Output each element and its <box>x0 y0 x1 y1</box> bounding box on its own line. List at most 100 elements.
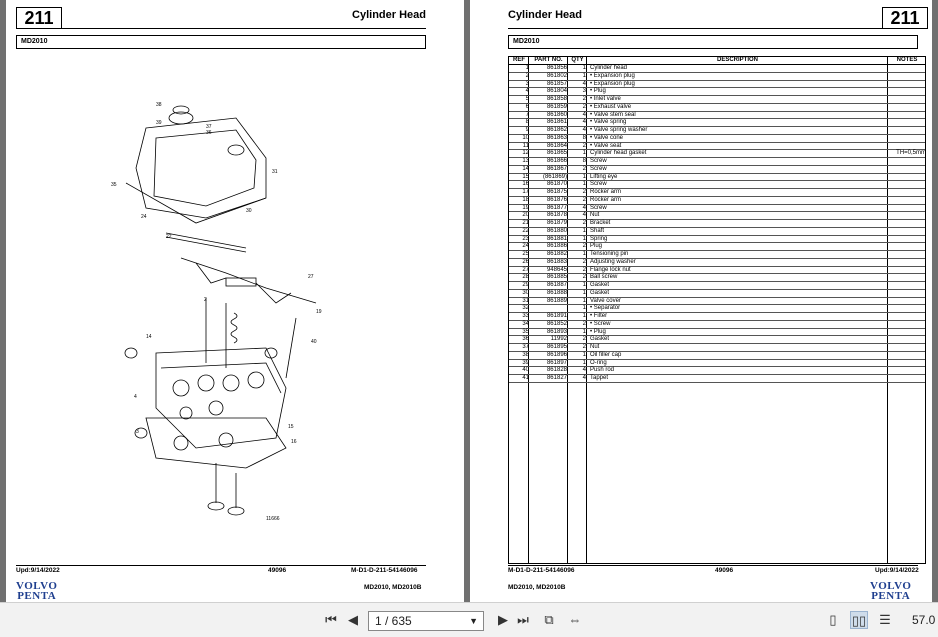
cell-ref: 7 <box>525 111 529 118</box>
cell-ref: 26 <box>522 258 529 265</box>
cell-ref: 24 <box>522 243 529 250</box>
cell-desc: Cylinder head <box>590 65 628 71</box>
cell-pn: 861867 <box>546 165 567 172</box>
table-row: 21 861879 2 Bracket <box>509 220 925 228</box>
cell-qty: 1 <box>582 65 586 71</box>
cell-ref: 16 <box>522 181 529 188</box>
svg-text:31: 31 <box>272 169 278 175</box>
cell-qty: 4 <box>582 119 586 126</box>
cell-desc: • Plug <box>590 88 606 95</box>
cell-pn: 861852 <box>546 320 567 327</box>
svg-text:4: 4 <box>134 394 137 400</box>
cell-ref: 1 <box>525 65 529 71</box>
cell-desc: • Valve spring <box>590 119 627 126</box>
cell-qty: 4 <box>582 204 586 211</box>
svg-text:37: 37 <box>206 124 212 130</box>
svg-text:24: 24 <box>141 214 147 220</box>
cell-qty: 2 <box>582 96 586 102</box>
fit-page-icon[interactable]: ⧉ <box>544 612 554 627</box>
parts-table: REF PART NO. QTY DESCRIPTION NOTES 1 8618… <box>508 56 926 564</box>
zoom-level[interactable]: 57.0 <box>912 613 936 627</box>
cell-ref: 2 <box>525 72 529 79</box>
cell-pn: 861895 <box>546 344 567 350</box>
single-page-icon[interactable]: ▯ <box>829 612 837 627</box>
cell-desc: Nut <box>590 344 600 350</box>
cell-pn: 861881 <box>546 235 567 242</box>
cylinder-head-block <box>155 347 287 449</box>
cell-qty: 4 <box>582 111 586 118</box>
cell-pn: 11992 <box>550 336 567 343</box>
col-description: DESCRIPTION <box>716 57 758 63</box>
cell-pn: 861859 <box>546 103 567 110</box>
cell-pn: 861882 <box>546 251 567 257</box>
page-number-input[interactable]: 1 / 635 ▼ <box>368 611 484 631</box>
cell-desc: • Separator <box>590 305 621 312</box>
prev-page-icon[interactable]: ◀ <box>348 612 358 627</box>
col-part-no: PART NO. <box>534 57 563 63</box>
cell-ref: 25 <box>522 251 529 257</box>
cell-pn: 861864 <box>546 142 567 149</box>
cell-ref: 21 <box>522 220 529 226</box>
cell-qty: 2 <box>582 220 586 226</box>
svg-text:27: 27 <box>308 274 314 280</box>
cell-desc: Gasket <box>590 289 610 296</box>
cell-pn: 861866 <box>546 158 567 164</box>
header-rule <box>508 28 918 29</box>
cell-desc: Gasket <box>590 336 610 343</box>
cell-pn: 861860 <box>546 111 567 118</box>
cell-qty: 4 <box>582 367 586 374</box>
footer-ref: M-D1-D-211-54146096 <box>508 567 575 574</box>
cell-qty: 4 <box>582 127 586 133</box>
cell-pn: 861885 <box>546 274 567 281</box>
cell-ref: 9 <box>525 127 529 133</box>
footer-models: MD2010, MD2010B <box>364 584 422 591</box>
cell-ref: 41 <box>522 375 529 381</box>
cell-pn: 861870 <box>546 181 567 188</box>
footer-rule <box>16 565 426 566</box>
svg-text:14: 14 <box>146 334 152 340</box>
cell-qty: 4 <box>582 80 586 87</box>
cell-pn: 861865 <box>546 150 567 157</box>
cell-ref: 14 <box>522 165 529 172</box>
continuous-icon[interactable]: ☰ <box>879 612 891 627</box>
cell-pn: 861879 <box>546 220 567 226</box>
cell-pn: 861876 <box>546 196 567 203</box>
two-page-icon[interactable]: ▯▯ <box>850 611 868 629</box>
page-title: Cylinder Head <box>352 9 426 21</box>
chevron-down-icon[interactable]: ▼ <box>469 616 478 626</box>
cell-desc: Screw <box>590 181 607 188</box>
cell-ref: 12 <box>522 150 529 157</box>
cell-desc: Spring <box>590 235 608 242</box>
last-page-icon[interactable]: ⏭ <box>517 612 529 627</box>
footer-date: Upd:9/14/2022 <box>875 567 919 574</box>
model-label: MD2010 <box>16 35 426 49</box>
cell-ref: 6 <box>525 103 529 110</box>
table-header: REF PART NO. QTY DESCRIPTION NOTES <box>509 57 925 65</box>
first-page-icon[interactable]: ⏮ <box>325 612 337 627</box>
svg-text:40: 40 <box>311 339 317 345</box>
cell-pn: 861880 <box>546 227 567 234</box>
next-page-icon[interactable]: ▶ <box>498 612 508 627</box>
cell-pn: 861858 <box>546 96 567 102</box>
cell-desc: Bracket <box>590 220 611 226</box>
fit-width-icon[interactable]: ⇔ <box>568 612 582 627</box>
cell-ref: 40 <box>522 367 529 374</box>
cell-qty: 2 <box>582 142 586 149</box>
cell-desc: Tappet <box>590 375 609 381</box>
cell-pn: 948645 <box>546 266 567 273</box>
cell-qty: 2 <box>582 103 586 110</box>
